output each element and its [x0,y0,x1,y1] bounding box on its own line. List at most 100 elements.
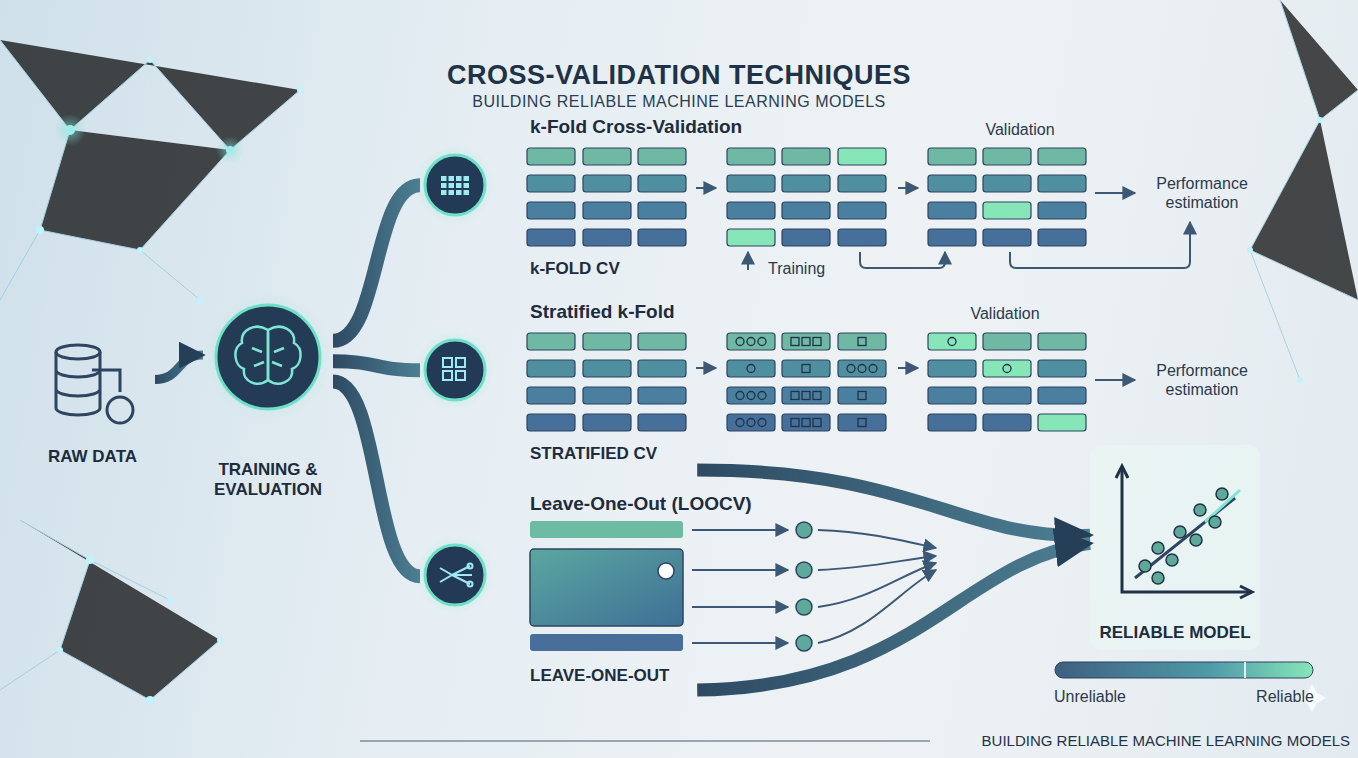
fold-cell [928,229,976,246]
fold-cell [928,202,976,219]
fold-cell [583,229,631,246]
fold-cell [727,148,775,165]
fold-cell [782,175,830,192]
fold-cell [527,387,575,404]
fold-cell [983,414,1031,431]
glyph-cell [456,176,462,181]
fold-cell [1038,202,1086,219]
fold-cell [983,333,1031,350]
class-mark [802,392,810,400]
fold-cell [583,148,631,165]
training-icon [216,305,320,409]
annotation: Training [768,259,848,278]
fold-cell [782,229,830,246]
annotation: Reliable [1245,687,1325,706]
glyph-cell [449,183,455,188]
fold-grids [527,148,1086,431]
class-mark [858,419,866,427]
fold-cell [583,360,631,377]
fold-cell [1038,333,1086,350]
node-heading: TRAINING & EVALUATION [203,460,333,500]
fold-cell [838,229,886,246]
class-mark [736,392,744,400]
fold-cell [838,175,886,192]
fold-cell [928,333,976,350]
fold-cell [638,229,686,246]
fold-cell [1038,387,1086,404]
fold-cell [638,148,686,165]
technique-icons [415,145,495,615]
data-source: RAW DATA [30,330,155,480]
class-mark [802,419,810,427]
fold-cell [928,175,976,192]
fold-cell [527,148,575,165]
class-mark [758,419,766,427]
fold-cell [638,175,686,192]
node-heading: Leave-One-Out (LOOCV) [530,493,850,515]
glyph-cell [441,190,447,195]
fold-cell [983,148,1031,165]
fold-cell [527,360,575,377]
fold-cell [838,202,886,219]
fold-cell [782,387,830,404]
fold-cell [727,229,775,246]
fold-cell [727,202,775,219]
annotation: Validation [975,120,1065,139]
annotation: Performance estimation [1137,361,1267,399]
process-circle: TRAINING & EVALUATION [203,300,333,504]
fold-cell [983,175,1031,192]
glyph-cell [449,176,455,181]
connector [155,355,203,379]
class-mark [747,392,755,400]
fold-cell [727,414,775,431]
fold-cell [782,360,830,377]
loo-illustration [530,521,936,651]
fold-cell [928,360,976,377]
fold-cell [527,333,575,350]
class-mark [736,338,744,346]
class-mark [791,392,799,400]
footer-label: BUILDING RELIABLE MACHINE LEARNING MODEL… [940,731,1350,750]
class-mark [858,392,866,400]
node-subheading: LEAVE-ONE-OUT [530,666,730,686]
class-mark [869,365,877,373]
fold-cell [782,148,830,165]
fold-cell [782,202,830,219]
glyph-cell [456,190,462,195]
technique-panel: k-Fold Cross-Validationk-FOLD CV [420,110,1260,285]
fold-cell [727,175,775,192]
network-lines [0,0,1358,700]
class-mark [802,365,810,373]
class-mark [747,419,755,427]
node-heading: k-Fold Cross-Validation [530,116,850,138]
connector [697,470,1090,535]
class-mark [747,365,755,373]
annotation: Validation [960,304,1050,323]
fold-cell [838,148,886,165]
fold-cell [527,175,575,192]
connector [333,361,420,370]
fold-cell [1038,414,1086,431]
annotation: Performance estimation [1137,174,1267,212]
node-heading: Stratified k-Fold [530,301,850,323]
reliability-bar [1055,662,1313,678]
fold-cell [727,387,775,404]
database-icon [56,345,133,423]
fold-cell [638,333,686,350]
fold-cell [983,229,1031,246]
class-mark [802,338,810,346]
class-mark [758,338,766,346]
glyph-cell [441,176,447,181]
class-mark [948,338,956,346]
class-mark [813,419,821,427]
connector [333,382,420,577]
connector [333,185,420,341]
class-mark [813,392,821,400]
fold-cell [527,202,575,219]
class-mark [858,338,866,346]
fold-cell [727,333,775,350]
connector [697,543,1090,690]
glyph-cell [464,190,470,195]
